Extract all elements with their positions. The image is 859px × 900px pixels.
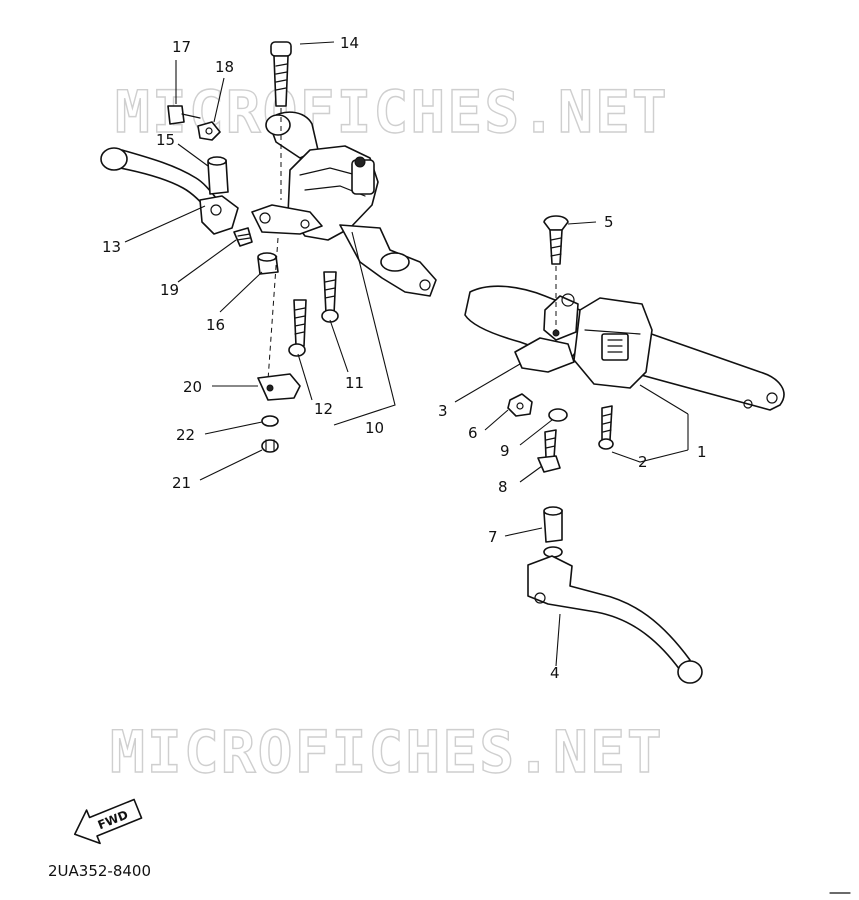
callout-4: 4 [550, 664, 560, 682]
right-lever[interactable] [527, 555, 703, 684]
clamp-bolt-short [321, 271, 339, 323]
right-lever-holder[interactable] [514, 293, 579, 373]
bracket-washer [261, 415, 279, 427]
watermark-top: MICROFICHES.NET [115, 78, 669, 146]
switch-bracket [257, 373, 301, 401]
callout-1: 1 [697, 443, 707, 461]
callout-3: 3 [438, 402, 448, 420]
left-spacer [257, 252, 279, 275]
left-lever[interactable] [100, 147, 239, 235]
callout-15: 15 [156, 131, 175, 149]
callout-14: 14 [340, 34, 359, 52]
adjust-screw [233, 227, 253, 247]
callout-12: 12 [314, 400, 333, 418]
callout-16: 16 [206, 316, 225, 334]
callout-2: 2 [638, 453, 648, 471]
callout-22: 22 [176, 426, 195, 444]
right-pivot-bolt [537, 429, 561, 473]
leader-lines [124, 41, 689, 667]
callout-13: 13 [102, 238, 121, 256]
callout-6: 6 [468, 424, 478, 442]
top-bolt [270, 41, 292, 200]
holder-bolt [543, 215, 569, 330]
callout-10: 10 [365, 419, 384, 437]
right-switch-housing[interactable] [573, 297, 653, 389]
right-collar [543, 506, 563, 558]
callouts: 1 2 3 4 5 6 7 8 9 10 11 12 13 14 15 16 1… [102, 34, 707, 682]
callout-17: 17 [172, 38, 191, 56]
callout-18: 18 [215, 58, 234, 76]
left-collar [207, 156, 229, 195]
left-pivot-nut [197, 121, 221, 141]
callout-8: 8 [498, 478, 508, 496]
callout-21: 21 [172, 474, 191, 492]
callout-20: 20 [183, 378, 202, 396]
callout-5: 5 [604, 213, 614, 231]
left-pivot-bolt [167, 105, 201, 125]
holder-washer [548, 408, 568, 422]
bracket-bolt [261, 439, 279, 453]
callout-19: 19 [160, 281, 179, 299]
fwd-arrow: FWD [73, 798, 143, 845]
callout-7: 7 [488, 528, 498, 546]
switch-screw [598, 405, 614, 450]
diagram-code: 2UA352-8400 [48, 862, 151, 880]
callout-9: 9 [500, 442, 510, 460]
holder-nut [507, 393, 533, 417]
left-mount-plate [251, 204, 323, 235]
clamp-bolt-long [288, 299, 307, 357]
watermark-bottom: MICROFICHES.NET [110, 718, 664, 786]
callout-11: 11 [345, 374, 364, 392]
